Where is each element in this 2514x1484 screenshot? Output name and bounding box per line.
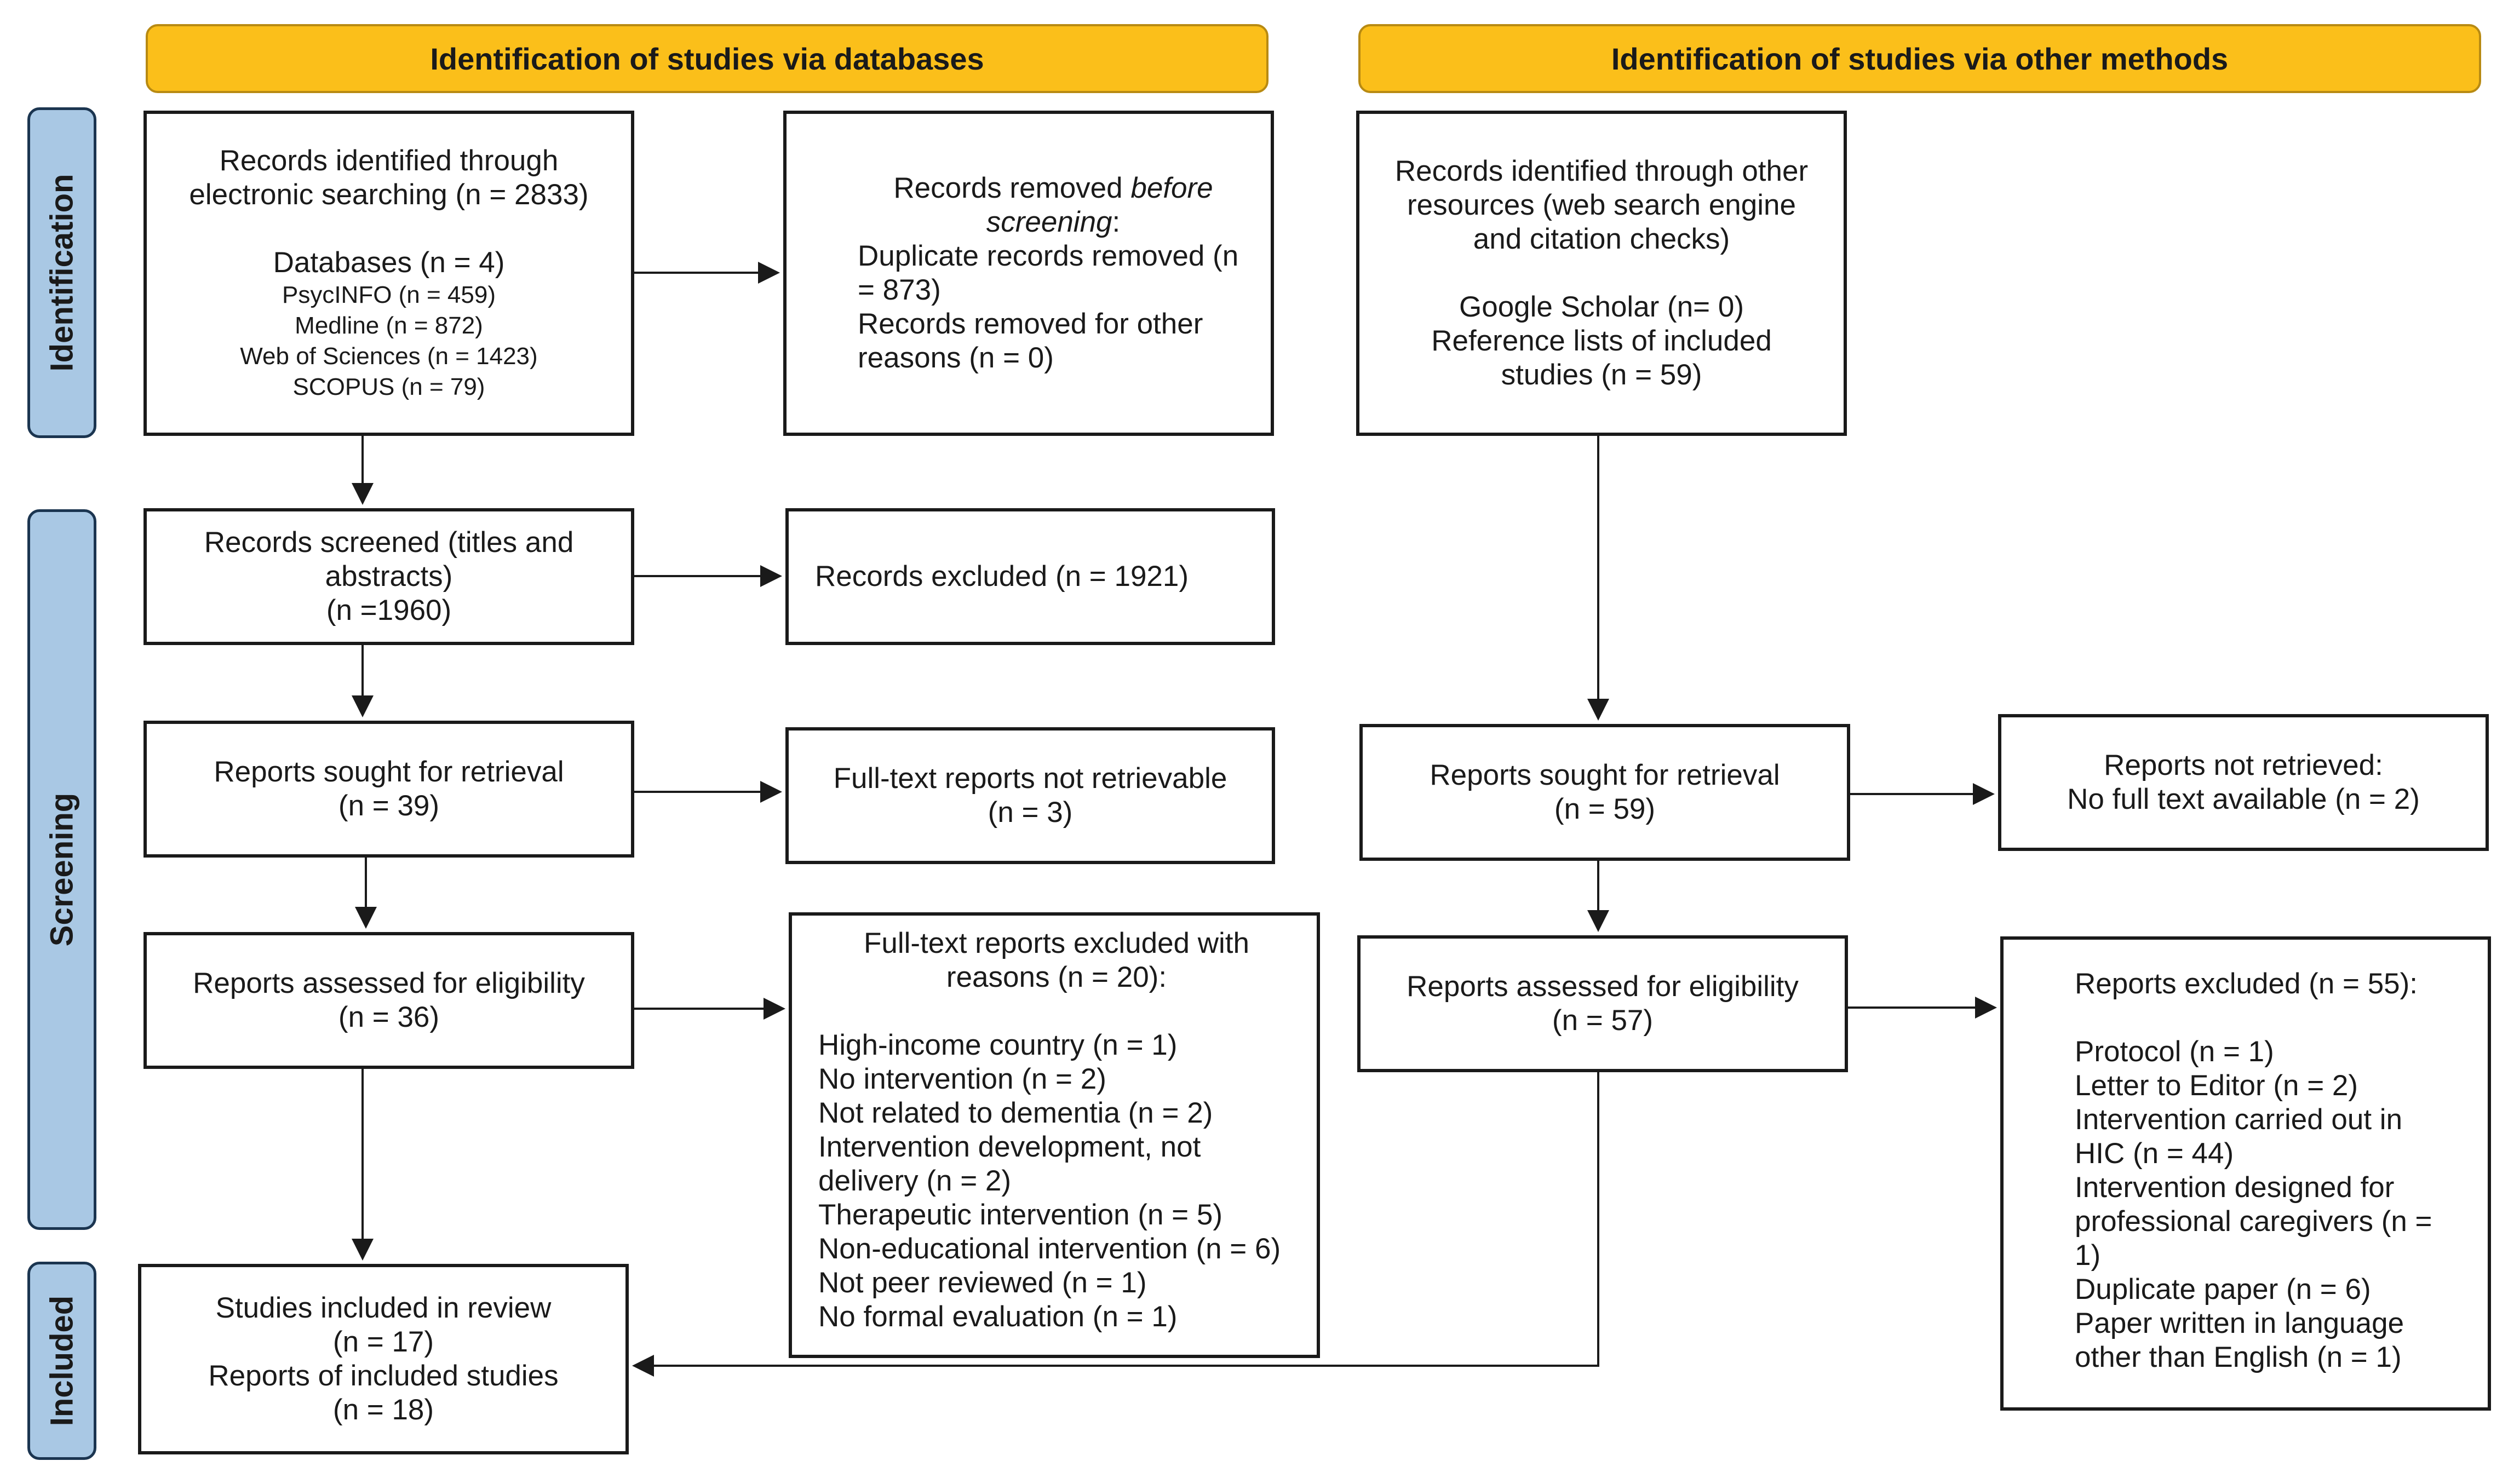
reports-sought-other-count: (n = 59) (1554, 793, 1656, 825)
records-removed-line: = 873) (858, 274, 941, 306)
records-excluded-text: Records excluded (n = 1921) (815, 560, 1189, 593)
other-exclusion-reason: other than English (n = 1) (2075, 1341, 2402, 1373)
records-removed-heading-before: before (1130, 172, 1213, 204)
records-removed-heading-screening: screening (986, 206, 1112, 238)
other-exclusion-reason: professional caregivers (n = (2075, 1205, 2432, 1238)
database-source: Medline (n = 872) (295, 312, 483, 339)
not-retrieved-line: Reports not retrieved: (2104, 749, 2383, 781)
records-removed-line: reasons (n = 0) (858, 342, 1054, 374)
phase-included: Included (27, 1262, 96, 1460)
records-identified-line1: Records identified through (219, 145, 559, 177)
records-screened-line: Records screened (titles and (204, 526, 574, 559)
included-line: (n = 17) (332, 1326, 434, 1358)
records-identified-other-box: Records identified through other resourc… (1356, 111, 1847, 436)
other-source: Reference lists of included (1431, 325, 1772, 357)
reports-excluded-other-box: Reports excluded (n = 55): Protocol (n =… (2000, 936, 2491, 1411)
banner-databases-label: Identification of studies via databases (430, 41, 984, 76)
reports-assessed-databases-box: Reports assessed for eligibility (n = 36… (144, 932, 634, 1069)
records-identified-databases-box: Records identified through electronic se… (144, 111, 634, 436)
records-identified-line2: electronic searching (n = 2833) (189, 179, 589, 211)
fulltext-excluded-box: Full-text reports excluded with reasons … (789, 912, 1320, 1358)
reports-assessed-line: Reports assessed for eligibility (193, 967, 585, 999)
exclusion-reason: No formal evaluation (n = 1) (818, 1301, 1178, 1333)
other-exclusion-reason: 1) (2075, 1239, 2101, 1272)
not-retrievable-box: Full-text reports not retrievable (n = 3… (785, 727, 1275, 864)
included-line: Reports of included studies (208, 1360, 559, 1392)
database-source: SCOPUS (n = 79) (292, 373, 485, 400)
databases-count: Databases (n = 4) (273, 246, 505, 279)
reports-assessed-count: (n = 36) (338, 1001, 440, 1033)
exclusion-reason: Not related to dementia (n = 2) (818, 1097, 1213, 1129)
not-retrievable-line: Full-text reports not retrievable (833, 762, 1227, 795)
reports-assessed-other-line: Reports assessed for eligibility (1407, 970, 1799, 1003)
arrow-other-to-included (632, 1072, 1599, 1377)
records-removed-box: Records removed before screening: Duplic… (783, 111, 1274, 436)
reports-sought-databases-box: Reports sought for retrieval (n = 39) (144, 721, 634, 858)
not-retrieved-line: No full text available (n = 2) (2067, 783, 2420, 815)
reports-sought-line: Reports sought for retrieval (214, 756, 564, 788)
other-exclusion-reason: Letter to Editor (n = 2) (2075, 1069, 2358, 1102)
records-removed-line: Records removed for other (858, 308, 1203, 340)
database-source: Web of Sciences (n = 1423) (240, 343, 538, 370)
records-screened-line: (n =1960) (326, 594, 452, 626)
records-identified-other-line: resources (web search engine (1407, 189, 1796, 221)
fulltext-excluded-header: reasons (n = 20): (946, 961, 1167, 993)
other-source: Google Scholar (n= 0) (1459, 291, 1744, 323)
records-excluded-box: Records excluded (n = 1921) (785, 508, 1275, 645)
exclusion-reason: delivery (n = 2) (818, 1165, 1012, 1197)
phase-identification: Identification (27, 107, 96, 438)
reports-sought-other-box: Reports sought for retrieval (n = 59) (1359, 724, 1850, 861)
reports-excluded-other-header: Reports excluded (n = 55): (2075, 968, 2418, 1000)
reports-assessed-other-box: Reports assessed for eligibility (n = 57… (1357, 935, 1848, 1072)
banner-other-methods-label: Identification of studies via other meth… (1611, 41, 2229, 76)
not-retrieved-other-box: Reports not retrieved: No full text avai… (1998, 714, 2489, 851)
records-removed-heading-a: Records removed (893, 172, 1131, 204)
exclusion-reason: Therapeutic intervention (n = 5) (818, 1199, 1222, 1231)
records-removed-line: Duplicate records removed (n (858, 240, 1239, 272)
other-exclusion-reason: HIC (n = 44) (2075, 1137, 2234, 1170)
exclusion-reason: Non-educational intervention (n = 6) (818, 1233, 1281, 1265)
records-identified-other-line: and citation checks) (1473, 223, 1730, 255)
reports-sought-other-line: Reports sought for retrieval (1430, 759, 1780, 791)
exclusion-reason: Not peer reviewed (n = 1) (818, 1267, 1147, 1299)
records-identified-other-line: Records identified through other (1394, 155, 1809, 187)
included-studies-box: Studies included in review (n = 17) Repo… (138, 1264, 629, 1454)
banner-other-methods: Identification of studies via other meth… (1358, 24, 2481, 93)
records-removed-heading: Records removed before (858, 171, 1249, 205)
other-exclusion-reason: Duplicate paper (n = 6) (2075, 1273, 2371, 1305)
included-line: Studies included in review (215, 1292, 552, 1324)
phase-screening: Screening (27, 509, 96, 1230)
other-exclusion-reason: Intervention designed for (2075, 1171, 2395, 1204)
records-removed-heading-colon: : (1112, 206, 1121, 238)
database-source: PsycINFO (n = 459) (282, 281, 496, 308)
exclusion-reason: Intervention development, not (818, 1131, 1201, 1163)
other-exclusion-reason: Protocol (n = 1) (2075, 1036, 2274, 1068)
other-exclusion-reason: Intervention carried out in (2075, 1103, 2403, 1136)
records-screened-box: Records screened (titles and abstracts) … (144, 508, 634, 645)
fulltext-excluded-header: Full-text reports excluded with (863, 927, 1249, 959)
other-exclusion-reason: Paper written in language (2075, 1307, 2404, 1339)
not-retrievable-count: (n = 3) (988, 796, 1073, 829)
reports-sought-count: (n = 39) (338, 790, 440, 822)
included-line: (n = 18) (332, 1394, 434, 1426)
reports-assessed-other-count: (n = 57) (1552, 1004, 1654, 1037)
exclusion-reason: No intervention (n = 2) (818, 1063, 1106, 1095)
exclusion-reason: High-income country (n = 1) (818, 1029, 1178, 1061)
banner-databases: Identification of studies via databases (146, 24, 1269, 93)
other-source: studies (n = 59) (1501, 359, 1702, 391)
records-removed-heading-2: screening: (858, 205, 1249, 239)
records-screened-line: abstracts) (325, 560, 453, 593)
